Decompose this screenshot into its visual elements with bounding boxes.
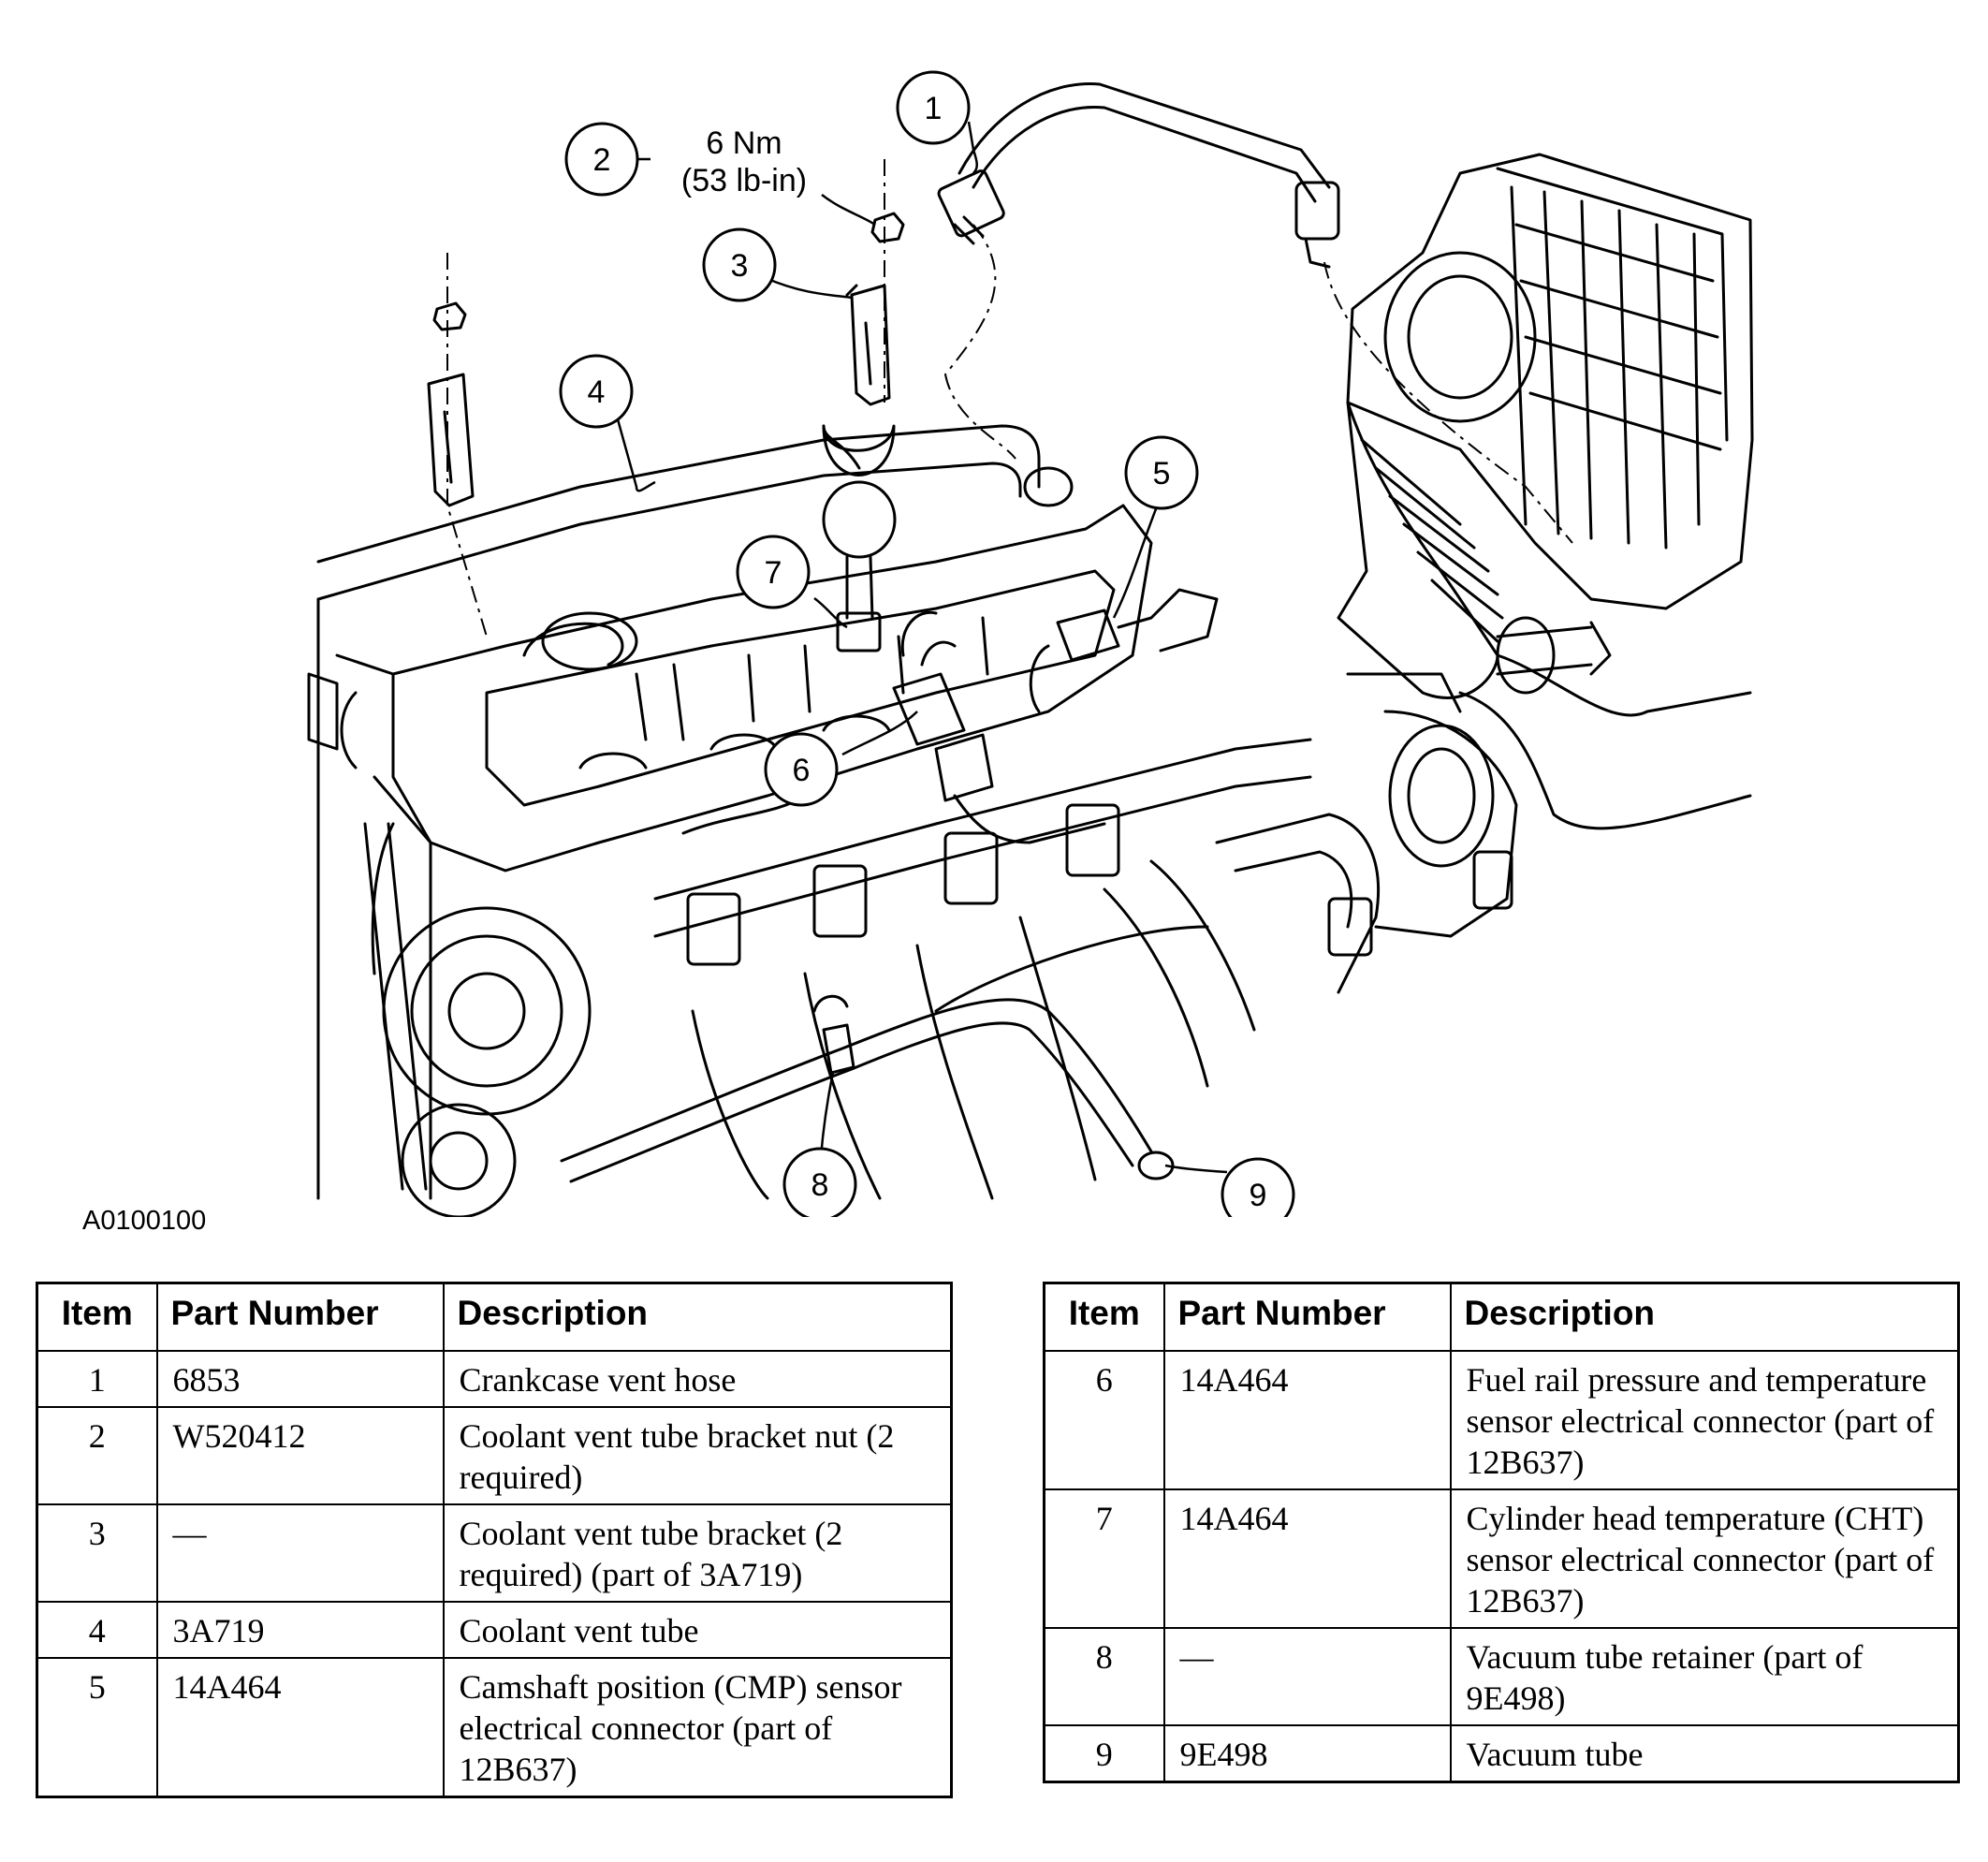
callout-4: 4 [588,374,606,410]
callout-8: 8 [811,1167,829,1203]
callout-5: 5 [1153,456,1171,491]
fuel-rail-pressure-connector [892,610,1106,844]
description-cell: Vacuum tube [1449,1724,1960,1783]
table-row: 3 — Coolant vent tube bracket (2 require… [36,1503,953,1603]
centerline-hose-left [943,224,1016,460]
callout-6: 6 [793,753,811,788]
torque-lbin: (53 lb-in) [681,163,807,198]
callout-circle-3 [702,227,777,302]
item-cell: 6 [1043,1350,1165,1490]
description-cell: Vacuum tube retainer (part of 9E498) [1449,1627,1960,1726]
description-cell: Cylinder head temperature (CHT) sensor e… [1449,1488,1960,1629]
description-cell: Coolant vent tube bracket nut (2 require… [442,1406,953,1505]
bracket-nut-right [870,212,905,243]
coolant-vent-tube-bracket-right [845,284,891,406]
table-row: 9 9E498 Vacuum tube [1043,1724,1960,1783]
header-item: Item [36,1282,158,1352]
table-header-row: Item Part Number Description [1043,1282,1960,1352]
callout-circle-6 [764,732,839,807]
item-cell: 7 [1043,1488,1165,1629]
header-item: Item [1043,1282,1165,1352]
coolant-vent-tube-bracket-left [427,373,475,507]
centerline-hose-right [1323,261,1573,544]
callout-circle-5 [1124,435,1199,510]
description-cell: Fuel rail pressure and temperature senso… [1449,1350,1960,1490]
part-number-cell: 6853 [155,1350,445,1408]
part-number-cell: 14A464 [155,1657,445,1798]
part-number-cell: — [1162,1627,1452,1726]
table-row: 4 3A719 Coolant vent tube [36,1601,953,1659]
callout-circle-7 [736,535,811,609]
crankcase-vent-hose [937,82,1340,269]
callout-circle-4 [559,354,634,429]
cmp-sensor-connector [1029,588,1219,713]
air-intake-bellows [1337,401,1752,830]
part-number-cell: — [155,1503,445,1603]
fuel-rail [653,738,1312,966]
callout-circle-2 [564,122,639,197]
item-cell: 4 [36,1601,158,1659]
figure-id: A0100100 [82,1206,207,1236]
air-cleaner-housing [1346,153,1754,610]
valve-cover [391,504,1153,872]
callout-9: 9 [1250,1178,1267,1213]
description-cell: Coolant vent tube [442,1601,953,1659]
table-row: 2 W520412 Coolant vent tube bracket nut … [36,1406,953,1505]
header-part-number: Part Number [1162,1282,1452,1352]
part-number-cell: 9E498 [1162,1724,1452,1783]
callout-circle-8 [782,1147,857,1217]
header-description: Description [442,1282,953,1352]
description-cell: Coolant vent tube bracket (2 required) (… [442,1503,953,1603]
table-row: 1 6853 Crankcase vent hose [36,1350,953,1408]
intake-manifold [691,710,1518,1200]
callout-3: 3 [731,248,749,284]
header-part-number: Part Number [155,1282,445,1352]
table-row: 6 14A464 Fuel rail pressure and temperat… [1043,1350,1960,1490]
part-number-cell: 14A464 [1162,1488,1452,1629]
vacuum-tube [560,925,1209,1183]
table-row: 7 14A464 Cylinder head temperature (CHT)… [1043,1488,1960,1629]
item-cell: 1 [36,1350,158,1408]
description-cell: Crankcase vent hose [442,1350,953,1408]
item-cell: 9 [1043,1724,1165,1783]
engine-block [307,597,592,1217]
table-header-row: Item Part Number Description [36,1282,953,1352]
centerline-nut-left [446,253,488,638]
header-description: Description [1449,1282,1960,1352]
part-number-cell: W520412 [155,1406,445,1505]
vacuum-tube-retainer [812,994,855,1075]
part-number-cell: 14A464 [1162,1350,1452,1490]
callout-1: 1 [925,91,943,126]
parts-table-left: Item Part Number Description 1 6853 Cran… [36,1282,953,1798]
cht-sensor [822,424,897,652]
item-cell: 5 [36,1657,158,1798]
callout-7: 7 [765,555,782,591]
coolant-vent-tube [316,424,1074,601]
parts-table-right: Item Part Number Description 6 14A464 Fu… [1043,1282,1960,1783]
part-number-cell: 3A719 [155,1601,445,1659]
item-cell: 2 [36,1406,158,1505]
callout-circle-1 [896,70,971,145]
item-cell: 8 [1043,1627,1165,1726]
item-cell: 3 [36,1503,158,1603]
callout-circle-9 [1221,1157,1295,1217]
table-row: 5 14A464 Camshaft position (CMP) sensor … [36,1657,953,1798]
table-row: 8 — Vacuum tube retainer (part of 9E498) [1043,1627,1960,1726]
torque-nm: 6 Nm [706,125,782,161]
description-cell: Camshaft position (CMP) sensor electrica… [442,1657,953,1798]
callout-2: 2 [593,142,611,178]
bracket-nut-left [432,301,467,331]
throttle-body [1346,616,1612,713]
engine-exploded-diagram: 1 2 3 4 5 6 7 8 9 6 Nm (53 lb-in) [307,70,1754,1217]
